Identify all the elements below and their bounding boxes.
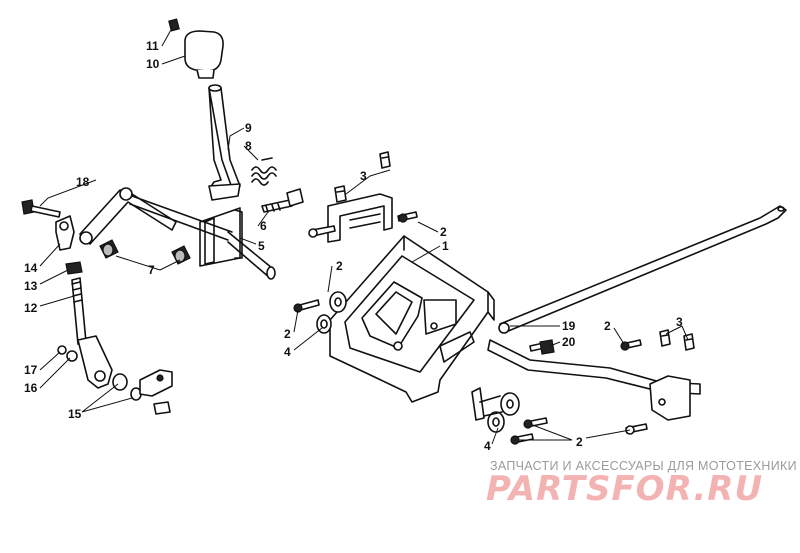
part-2-bolt-upper-right [397,211,418,223]
leader-lines [39,27,689,445]
callout-2-right: 2 [604,319,611,333]
callout-11: 11 [146,39,159,53]
callout-2-lower: 2 [576,435,583,449]
part-20-bolt [529,339,555,355]
part-2-bolt-right [620,339,642,351]
callout-2-upper-right: 2 [440,225,447,239]
part-9-shift-lever [208,84,241,201]
part-8-spring [251,157,277,186]
part-4-washers-lower [479,392,520,433]
part-3-clips-upper [334,151,391,203]
callout-20: 20 [562,335,576,349]
lower-lever [77,335,113,389]
callout-2-left-mid: 2 [284,327,291,341]
callout-5: 5 [258,239,265,253]
upper-mounting-bracket [327,193,393,243]
callout-14: 14 [24,261,38,275]
callout-4-lower: 4 [484,439,491,453]
part-13-nut [65,261,83,275]
part-2-bolt-upper-left [308,225,336,238]
part-4-washers-left [316,291,347,334]
part-1-main-frame [329,235,495,421]
callout-16: 16 [24,381,38,395]
part-11-set-screw [168,18,180,32]
callout-3-upper: 3 [360,169,367,183]
part-14-ball-joint [55,215,75,251]
callout-6: 6 [260,219,267,233]
callout-7: 7 [148,263,155,277]
callout-8: 8 [245,139,252,153]
callout-2-upper-left: 2 [336,259,343,273]
callout-labels: 11 10 9 8 3 2 1 6 5 2 7 18 14 13 12 17 1… [24,39,683,453]
part-12-threaded-rod [71,277,87,345]
callout-3-right: 3 [676,315,683,329]
upper-linkage-arm [79,187,233,245]
callout-13: 13 [24,279,38,293]
part-15-linkage-parts [112,369,173,415]
callout-17: 17 [24,363,38,377]
callout-1: 1 [442,239,449,253]
lower-rail [487,339,701,421]
callout-4-left: 4 [284,345,291,359]
callout-15: 15 [68,407,82,421]
callout-19: 19 [562,319,576,333]
callout-18: 18 [76,175,90,189]
watermark: ЗАПЧАСТИ И АКСЕССУАРЫ ДЛЯ МОТОТЕХНИКИ PA… [486,459,797,509]
part-6-bolt [261,188,304,213]
shift-rod [498,205,787,334]
part-10-shift-knob [184,30,224,79]
callout-10: 10 [146,57,160,71]
part-3-clips-right [659,329,695,351]
callout-12: 12 [24,301,38,315]
callout-9: 9 [245,121,252,135]
part-18-bolt [21,199,61,218]
watermark-brand: PARTSFOR.RU [486,469,763,509]
watermark-caption: ЗАПЧАСТИ И АКСЕССУАРЫ ДЛЯ МОТОТЕХНИКИ [490,459,797,473]
part-7-bushings [99,239,191,265]
